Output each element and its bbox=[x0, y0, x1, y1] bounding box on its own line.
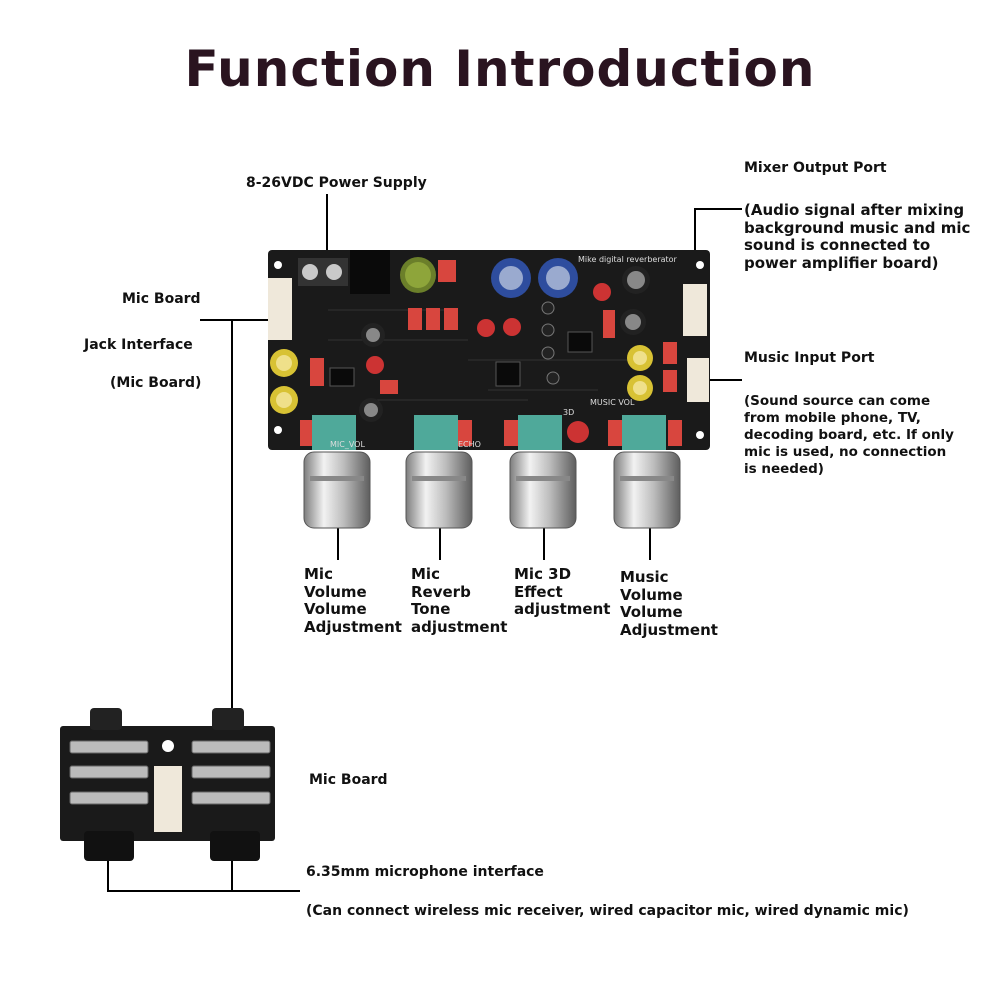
silk-music-vol: MUSIC VOL bbox=[590, 398, 635, 407]
brand-silkscreen: Mike digital reverberator bbox=[578, 255, 678, 264]
knob-mic-3d bbox=[509, 451, 577, 529]
dc-jack bbox=[350, 250, 390, 294]
silk-3d: 3D bbox=[563, 408, 574, 417]
pot-bodies bbox=[312, 415, 666, 450]
knobs bbox=[303, 451, 681, 529]
mic-interface-leader bbox=[107, 855, 300, 892]
label-knob-mic-volume: Mic Volume Volume Adjustment bbox=[304, 565, 402, 636]
mic-jack-board bbox=[60, 708, 275, 861]
label-music-input-desc: (Sound source can come from mobile phone… bbox=[744, 393, 954, 477]
label-mic-board-top: Mic Board bbox=[122, 291, 201, 307]
output-connector bbox=[683, 284, 707, 336]
label-mixer-output-desc: (Audio signal after mixing background mu… bbox=[744, 201, 971, 272]
silk-mic-vol: MIC_VOL bbox=[330, 440, 365, 449]
reverb-board: Mike digital reverberator MIC_VOL ECHO 3… bbox=[268, 250, 710, 450]
silk-echo: ECHO bbox=[458, 440, 481, 449]
knob-mic-reverb bbox=[405, 451, 473, 529]
jack-barrel-left bbox=[84, 831, 134, 861]
label-mic-interface: 6.35mm microphone interface bbox=[306, 864, 544, 880]
label-knob-music-volume: Music Volume Volume Adjustment bbox=[620, 568, 718, 639]
mic-board-connector bbox=[154, 766, 182, 832]
label-mixer-output-title: Mixer Output Port bbox=[744, 160, 887, 176]
label-knob-mic-reverb: Mic Reverb Tone adjustment bbox=[411, 565, 508, 636]
label-music-input-title: Music Input Port bbox=[744, 350, 875, 366]
knob-mic-volume bbox=[303, 451, 371, 529]
label-mic-board-bottom: Mic Board bbox=[309, 772, 388, 788]
label-jack-interface: Jack Interface bbox=[84, 337, 193, 353]
label-knob-mic-3d: Mic 3D Effect adjustment bbox=[514, 565, 611, 618]
jack-connector bbox=[268, 278, 292, 340]
label-mic-interface-desc: (Can connect wireless mic receiver, wire… bbox=[306, 903, 909, 919]
label-mic-board-paren: (Mic Board) bbox=[110, 375, 202, 391]
label-power: 8-26VDC Power Supply bbox=[246, 175, 427, 191]
page-title: Function Introduction bbox=[184, 40, 816, 98]
knob-music-volume bbox=[613, 451, 681, 529]
jack-barrel-right bbox=[210, 831, 260, 861]
music-input-connector bbox=[687, 358, 709, 402]
